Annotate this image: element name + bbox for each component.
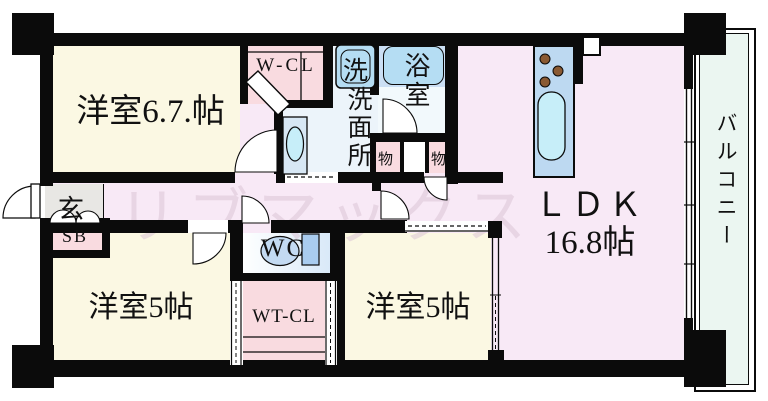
bath-label: 浴室 (401, 52, 430, 110)
wall-counter-stub (575, 46, 583, 84)
genkan-label: 玄 (58, 195, 85, 224)
wtcl-closet (243, 281, 325, 365)
wall-top (40, 33, 685, 46)
mono2-label: 物 (431, 152, 447, 168)
wall-washroom-bottom (338, 172, 424, 183)
wall-room3-left (335, 281, 345, 365)
front-door-swing-arc (2, 185, 36, 219)
wall-room2-right (230, 233, 243, 365)
bedroom2-label: 洋室5帖 (88, 291, 194, 324)
wall-wc-right (330, 220, 345, 281)
pillar-top-right (684, 13, 726, 55)
wall-washroom-left (274, 100, 283, 174)
pillar-top-left (12, 13, 54, 55)
wall-wcl-left (240, 42, 248, 104)
wall-balcony-stub-bottom (684, 318, 693, 332)
wall-hall-door-stub (372, 172, 381, 191)
wall-wcl-bottom (277, 100, 333, 108)
wall-bedroom1-bottom-b (276, 172, 285, 183)
wall-room3-top (335, 220, 407, 233)
range-hood-niche (582, 36, 601, 56)
wall-wc-bottom (243, 273, 330, 281)
wall-bath-right (445, 33, 458, 184)
bedroom3-label: 洋室5帖 (365, 291, 471, 324)
ldk-label-line1: ＬＤＫ (534, 188, 646, 224)
wall-room3-corner-tr (488, 221, 502, 238)
wall-balcony-stub-top (684, 55, 693, 89)
wall-mono-divider2 (425, 142, 429, 173)
wall-hall-bottom-b (228, 220, 243, 233)
mono1-label: 物 (378, 152, 394, 168)
pillar-bottom-left (12, 345, 54, 388)
bathtub (383, 46, 444, 85)
wall-wcl-right (323, 42, 333, 104)
bedroom3-floor (345, 233, 491, 365)
wall-hall-top-right (447, 172, 503, 183)
front-door-leaf (30, 183, 41, 219)
wall-mono-left (370, 142, 376, 173)
washer-label: 洗 (343, 58, 369, 85)
wc-label: WC (260, 235, 306, 262)
sb-label: SB (61, 226, 89, 246)
wall-bedroom1-bottom-a (40, 172, 235, 183)
ldk-label: ＬＤＫ 16.8帖 (515, 188, 665, 262)
wall-left-upper (40, 40, 53, 186)
wtcl-label: WT-CL (252, 306, 316, 327)
balcony-label: バルコニー (714, 112, 738, 252)
ldk-label-line2: 16.8帖 (544, 225, 636, 261)
washroom-floor (283, 103, 333, 173)
storage-middle (403, 142, 426, 173)
washroom-label: 洗面所 (344, 86, 371, 170)
bedroom1-label: 洋室6.7.帖 (76, 94, 225, 130)
wall-hall-bottom-c (271, 220, 341, 233)
wall-room3-corner-br (488, 350, 504, 365)
watermark-text: リブマックス (118, 184, 537, 250)
bedroom1-floor (53, 46, 240, 173)
wall-mono-divider1 (400, 142, 404, 173)
wcl-label: W-CL (256, 55, 316, 76)
wall-bath-bottom (370, 133, 448, 142)
pillar-bottom-right (684, 330, 726, 387)
storage-mono-left (375, 142, 401, 173)
kitchen-counter (533, 45, 575, 178)
wall-bottom (40, 360, 688, 377)
storage-mono-right (429, 142, 450, 173)
wall-left-lower (40, 218, 53, 365)
